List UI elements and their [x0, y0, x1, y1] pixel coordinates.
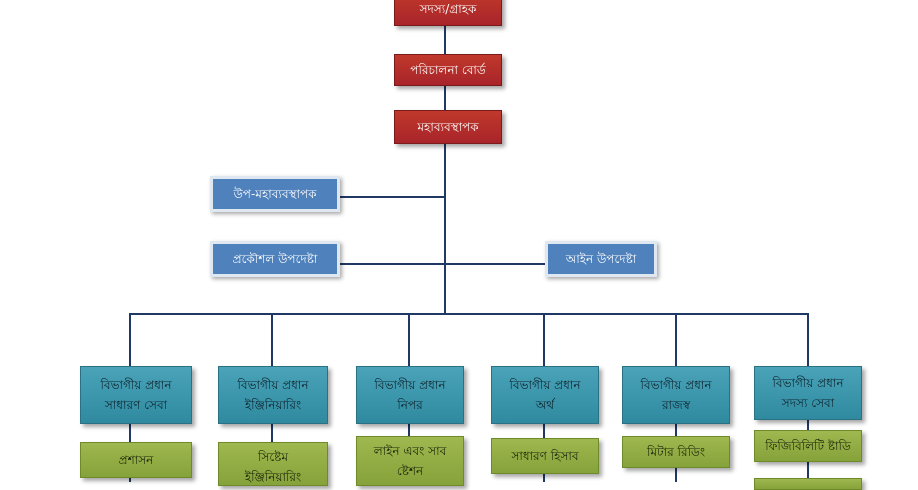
- legal-advisor-label: আইন উপদেষ্টা: [565, 252, 637, 266]
- department-name: অর্থ: [535, 398, 555, 412]
- department-name: সাধারণ সেবা: [104, 398, 168, 412]
- department-head-title: বিভাগীয় প্রধান: [374, 378, 446, 392]
- legal-advisor-box: আইন উপদেষ্টা: [545, 241, 657, 277]
- section-label-line2: ইঞ্জিনিয়ারিং: [244, 470, 302, 484]
- deputy-gm-label: উপ-মহাব্যবস্থাপক: [233, 187, 317, 201]
- section-label-line2: ষ্টেশন: [396, 464, 424, 478]
- section-administration: প্রশাসন: [80, 442, 192, 478]
- section-label: মিটার রিডিং: [647, 445, 705, 459]
- engineering-advisor-label: প্রকৌশল উপদেষ্টা: [232, 252, 318, 266]
- section-label: প্রশাসন: [118, 453, 154, 467]
- engineering-advisor-box: প্রকৌশল উপদেষ্টা: [210, 241, 340, 277]
- section-label: লাইন এবং সাব: [373, 444, 447, 458]
- department-head-title: বিভাগীয় প্রধান: [237, 378, 309, 392]
- general-manager-box: মহাব্যবস্থাপক: [394, 110, 502, 144]
- deputy-gm-box: উপ-মহাব্যবস্থাপক: [210, 176, 340, 212]
- board-box: পরিচালনা বোর্ড: [394, 54, 502, 86]
- section-label: ফিজিবিলিটি ষ্টাডি: [765, 439, 851, 453]
- section-partial-box: [754, 478, 862, 490]
- department-head-nipor: বিভাগীয় প্রধান নিপর: [356, 366, 464, 424]
- department-name: ইঞ্জিনিয়ারিং: [244, 398, 302, 412]
- department-head-title: বিভাগীয় প্রধান: [640, 378, 712, 392]
- section-feasibility-study: ফিজিবিলিটি ষ্টাডি: [754, 430, 862, 462]
- member-label: সদস্য/গ্রাহক: [419, 2, 477, 16]
- board-label: পরিচালনা বোর্ড: [410, 63, 486, 77]
- department-head-member-services: বিভাগীয় প্রধান সদস্য সেবা: [754, 366, 862, 420]
- section-line-and-substation: লাইন এবং সাব ষ্টেশন: [356, 436, 464, 486]
- section-meter-reading: মিটার রিডিং: [622, 436, 730, 468]
- section-label: সিষ্টেম: [257, 450, 289, 464]
- department-head-title: বিভাগীয় প্রধান: [509, 378, 581, 392]
- department-head-general-services: বিভাগীয় প্রধান সাধারণ সেবা: [80, 366, 192, 424]
- department-head-title: বিভাগীয় প্রধান: [100, 378, 172, 392]
- department-name: সদস্য সেবা: [781, 396, 835, 410]
- section-system-engineering: সিষ্টেম ইঞ্জিনিয়ারিং: [218, 442, 328, 486]
- general-manager-label: মহাব্যবস্থাপক: [417, 120, 479, 134]
- department-name: নিপর: [397, 398, 423, 412]
- department-head-engineering: বিভাগীয় প্রধান ইঞ্জিনিয়ারিং: [218, 366, 328, 424]
- section-label: সাধারণ হিসাব: [511, 449, 579, 463]
- department-head-title: বিভাগীয় প্রধান: [772, 376, 844, 390]
- section-general-accounts: সাধারণ হিসাব: [491, 438, 599, 474]
- member-box: সদস্য/গ্রাহক: [394, 0, 502, 26]
- department-name: রাজস্ব: [661, 398, 691, 412]
- department-head-finance: বিভাগীয় প্রধান অর্থ: [491, 366, 599, 424]
- department-head-revenue: বিভাগীয় প্রধান রাজস্ব: [622, 366, 730, 424]
